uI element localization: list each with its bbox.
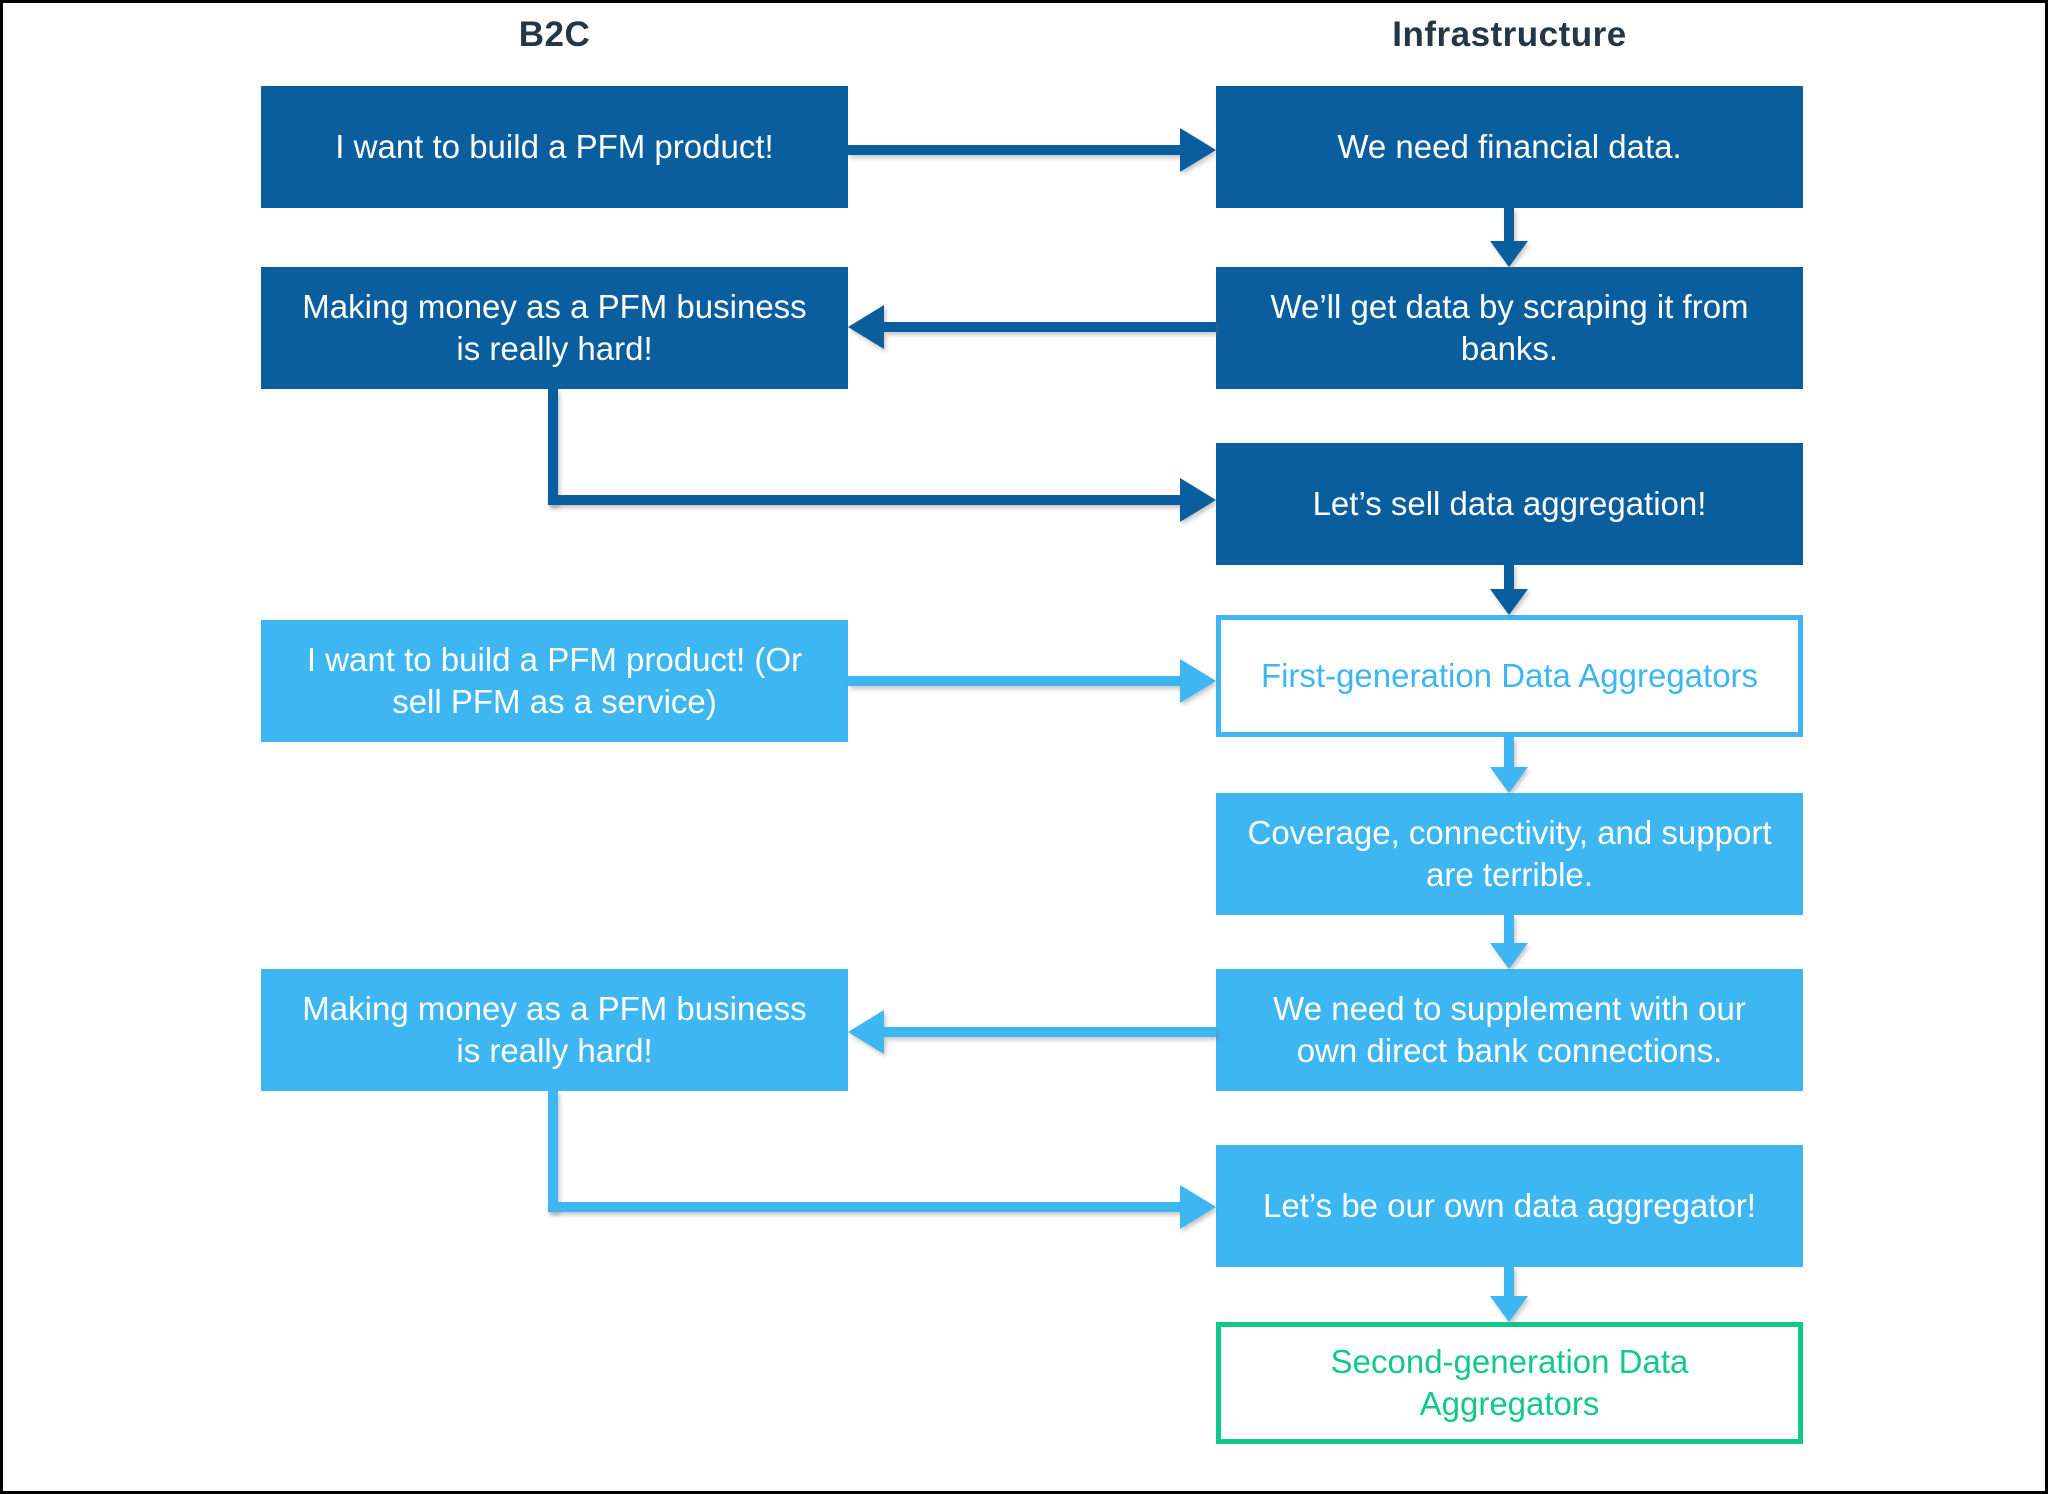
arrow-shaft <box>848 145 1180 155</box>
arrowhead-left-icon <box>848 1010 884 1054</box>
arrowhead-down-icon <box>1490 241 1528 267</box>
arrowhead-down-icon <box>1490 589 1528 615</box>
arrowhead-right-icon <box>1180 659 1216 703</box>
node-sell-data-aggregation: Let’s sell data aggregation! <box>1216 443 1803 565</box>
arrowhead-down-icon <box>1490 1296 1528 1322</box>
arrow-shaft <box>1504 208 1514 241</box>
node-coverage-terrible: Coverage, connectivity, and support are … <box>1216 793 1803 915</box>
arrow-shaft <box>884 322 1216 332</box>
arrow-shaft <box>1504 915 1514 943</box>
arrowhead-down-icon <box>1490 943 1528 969</box>
arrow-shaft <box>1504 563 1514 589</box>
arrow-elbow-vertical <box>548 1091 558 1212</box>
arrowhead-right-icon <box>1180 478 1216 522</box>
arrowhead-down-icon <box>1490 767 1528 793</box>
node-supplement-direct-connections: We need to supplement with our own direc… <box>1216 969 1803 1091</box>
arrowhead-right-icon <box>1180 1185 1216 1229</box>
node-second-gen-aggregators: Second-generation Data Aggregators <box>1216 1322 1803 1444</box>
arrow-shaft <box>848 676 1180 686</box>
node-own-data-aggregator: Let’s be our own data aggregator! <box>1216 1145 1803 1267</box>
node-first-gen-aggregators: First-generation Data Aggregators <box>1216 615 1803 737</box>
arrow-shaft <box>1504 736 1514 767</box>
arrow-elbow-horizontal <box>548 1202 1182 1212</box>
column-title-b2c: B2C <box>518 15 591 54</box>
arrow-elbow-horizontal <box>548 495 1182 505</box>
node-need-financial-data: We need financial data. <box>1216 86 1803 208</box>
arrow-shaft <box>884 1027 1216 1037</box>
column-title-infrastructure: Infrastructure <box>1392 15 1627 54</box>
node-scrape-banks: We’ll get data by scraping it from banks… <box>1216 267 1803 389</box>
arrowhead-left-icon <box>848 305 884 349</box>
node-build-pfm-or-service: I want to build a PFM product! (Or sell … <box>261 620 848 742</box>
node-build-pfm-product: I want to build a PFM product! <box>261 86 848 208</box>
arrow-elbow-vertical <box>548 389 558 505</box>
arrowhead-right-icon <box>1180 128 1216 172</box>
node-pfm-money-hard: Making money as a PFM business is really… <box>261 267 848 389</box>
node-pfm-money-hard-2: Making money as a PFM business is really… <box>261 969 848 1091</box>
arrow-shaft <box>1504 1266 1514 1296</box>
